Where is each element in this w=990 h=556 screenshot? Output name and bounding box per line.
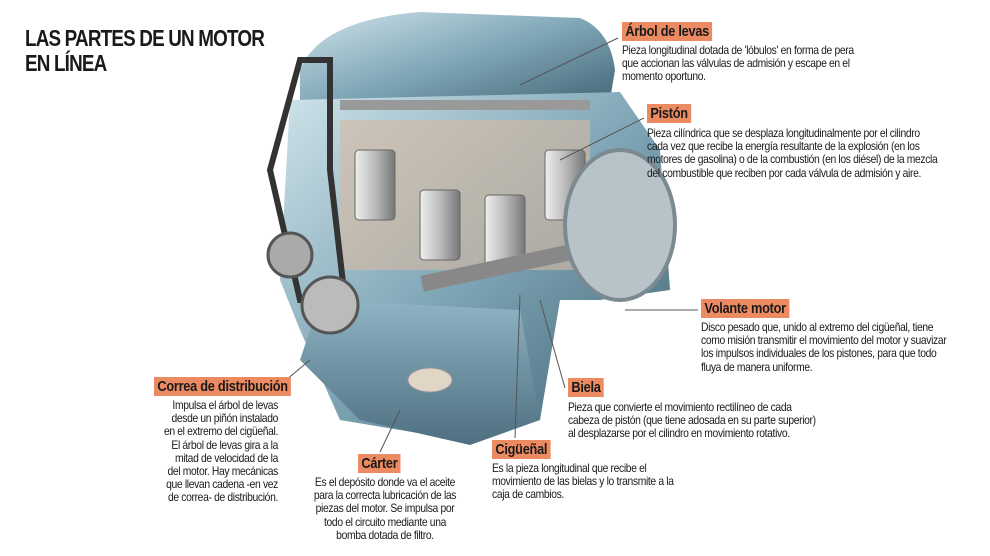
label-arbol-de-levas: Árbol de levas <box>622 22 713 41</box>
valve-cover <box>300 12 615 110</box>
title-line-2: EN LÍNEA <box>25 50 107 76</box>
label-correa-de-distribucion: Correa de distribución <box>154 377 292 396</box>
title-line-1: LAS PARTES DE UN MOTOR <box>25 25 265 51</box>
page-title: LAS PARTES DE UN MOTOR EN LÍNEA <box>25 25 265 76</box>
flywheel <box>563 148 677 302</box>
desc-biela: Pieza que convierte el movimiento rectil… <box>568 400 816 441</box>
desc-arbol-de-levas: Pieza longitudinal dotada de 'lóbulos' e… <box>622 43 854 84</box>
desc-correa-de-distribucion: Impulsa el árbol de levas desde un piñón… <box>163 398 278 505</box>
leader-lines <box>279 37 698 453</box>
label-volante-motor: Volante motor <box>701 299 790 318</box>
label-biela: Biela <box>568 378 605 397</box>
oil-filter <box>407 367 453 393</box>
desc-carter: Es el depósito donde va el aceite para l… <box>313 475 457 542</box>
label-piston: Pistón <box>647 104 692 123</box>
pulley <box>266 231 314 279</box>
desc-piston: Pieza cilíndrica que se desplaza longitu… <box>647 126 938 180</box>
label-ciguenal: Cigüeñal <box>492 440 551 459</box>
camshaft <box>340 100 590 110</box>
label-carter: Cárter <box>358 454 401 473</box>
desc-volante-motor: Disco pesado que, unido al extremo del c… <box>701 320 947 374</box>
crank-pulley <box>300 275 360 335</box>
desc-ciguenal: Es la pieza longitudinal que recibe el m… <box>492 461 674 502</box>
